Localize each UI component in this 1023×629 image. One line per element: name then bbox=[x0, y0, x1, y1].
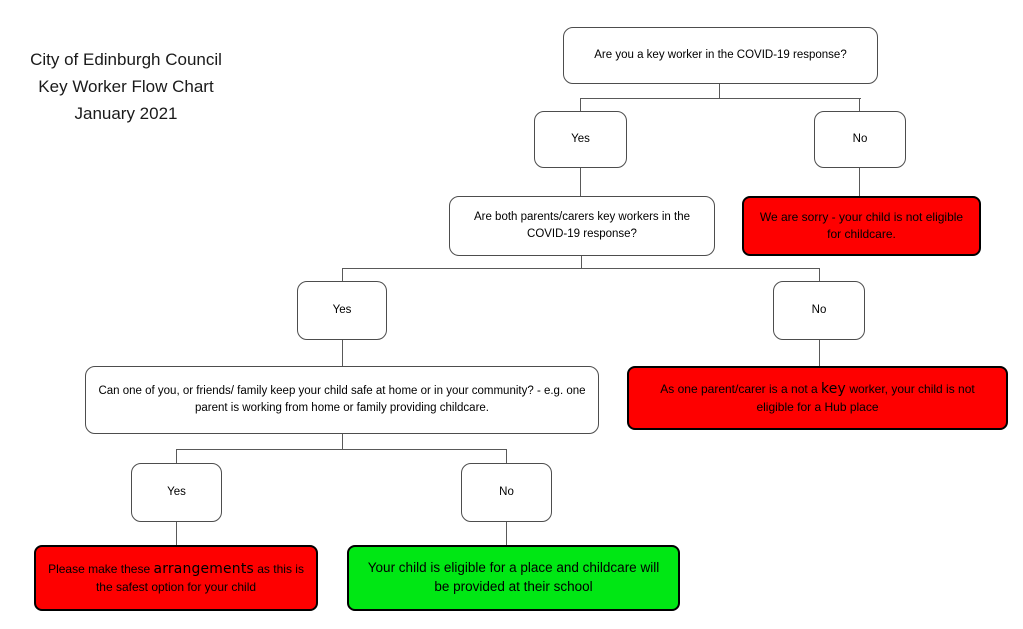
node-question-both-parents-text: Are both parents/carers key workers in t… bbox=[473, 211, 691, 240]
connector-q3-to-no bbox=[506, 449, 508, 463]
node-answer-no-1: No bbox=[814, 111, 906, 168]
connector-no3-to-green1 bbox=[506, 522, 508, 545]
connector-no1-to-red1 bbox=[859, 168, 861, 196]
node-question-safe-at-home: Can one of you, or friends/ family keep … bbox=[85, 366, 599, 434]
node-outcome-not-eligible-childcare: We are sorry - your child is not eligibl… bbox=[742, 196, 981, 256]
connector-yes2-to-q3 bbox=[342, 340, 344, 366]
title-line-1: City of Edinburgh Council bbox=[30, 50, 222, 69]
connector-yes3-to-red3 bbox=[176, 522, 178, 545]
node-outcome-not-eligible-hub: As one parent/carer is a not a key worke… bbox=[627, 366, 1008, 430]
node-outcome-eligible-place-text: Your child is eligible for a place and c… bbox=[367, 560, 660, 594]
node-answer-no-2: No bbox=[773, 281, 865, 340]
title-line-2: Key Worker Flow Chart bbox=[38, 77, 214, 96]
node-answer-no-2-label: No bbox=[811, 304, 827, 317]
node-answer-yes-2-label: Yes bbox=[332, 304, 352, 317]
node-answer-yes-1: Yes bbox=[534, 111, 627, 168]
hub-text-after: worker, your child is not eligible for a… bbox=[756, 381, 975, 415]
connector-q3-split bbox=[176, 449, 506, 451]
node-outcome-not-eligible-hub-text: As one parent/carer is a not a key worke… bbox=[641, 380, 994, 416]
node-question-key-worker-text: Are you a key worker in the COVID-19 res… bbox=[594, 49, 847, 62]
connector-yes1-to-q2 bbox=[580, 168, 582, 196]
connector-q1-to-no bbox=[859, 98, 861, 112]
arrangements-text-before: Please make these bbox=[48, 561, 154, 576]
node-answer-no-3: No bbox=[461, 463, 552, 522]
node-outcome-make-arrangements: Please make these arrangements as this i… bbox=[34, 545, 318, 611]
node-outcome-make-arrangements-text: Please make these arrangements as this i… bbox=[48, 560, 304, 596]
connector-q1-split bbox=[580, 98, 861, 100]
connector-q1-to-yes bbox=[580, 98, 582, 112]
node-answer-no-1-label: No bbox=[852, 133, 868, 146]
node-answer-yes-3: Yes bbox=[131, 463, 222, 522]
node-question-key-worker: Are you a key worker in the COVID-19 res… bbox=[563, 27, 878, 84]
node-answer-no-3-label: No bbox=[499, 486, 514, 499]
arrangements-text-after: as this is the safest option for your ch… bbox=[95, 561, 304, 595]
connector-q3-to-yes bbox=[176, 449, 178, 463]
node-answer-yes-3-label: Yes bbox=[167, 486, 186, 499]
connector-q2-stem bbox=[581, 256, 583, 268]
node-outcome-not-eligible-childcare-text: We are sorry - your child is not eligibl… bbox=[759, 210, 964, 241]
connector-q2-to-no bbox=[819, 268, 821, 281]
node-outcome-eligible-place: Your child is eligible for a place and c… bbox=[347, 545, 680, 611]
title-line-3: January 2021 bbox=[74, 104, 178, 123]
hub-text-emphasis: key bbox=[821, 380, 846, 397]
node-answer-yes-1-label: Yes bbox=[571, 133, 590, 146]
node-question-both-parents: Are both parents/carers key workers in t… bbox=[449, 196, 715, 256]
hub-text-before: As one parent/carer is a not a bbox=[660, 381, 822, 396]
node-answer-yes-2: Yes bbox=[297, 281, 387, 340]
connector-no2-to-red2 bbox=[819, 340, 821, 366]
connector-q2-to-yes bbox=[342, 268, 344, 281]
connector-q3-stem bbox=[342, 434, 344, 449]
node-question-safe-at-home-text: Can one of you, or friends/ family keep … bbox=[98, 385, 586, 414]
connector-q2-split bbox=[342, 268, 820, 270]
arrangements-text-emphasis: arrangements bbox=[153, 560, 254, 577]
chart-title: City of Edinburgh Council Key Worker Flo… bbox=[8, 46, 244, 127]
connector-q1-stem bbox=[719, 84, 721, 98]
